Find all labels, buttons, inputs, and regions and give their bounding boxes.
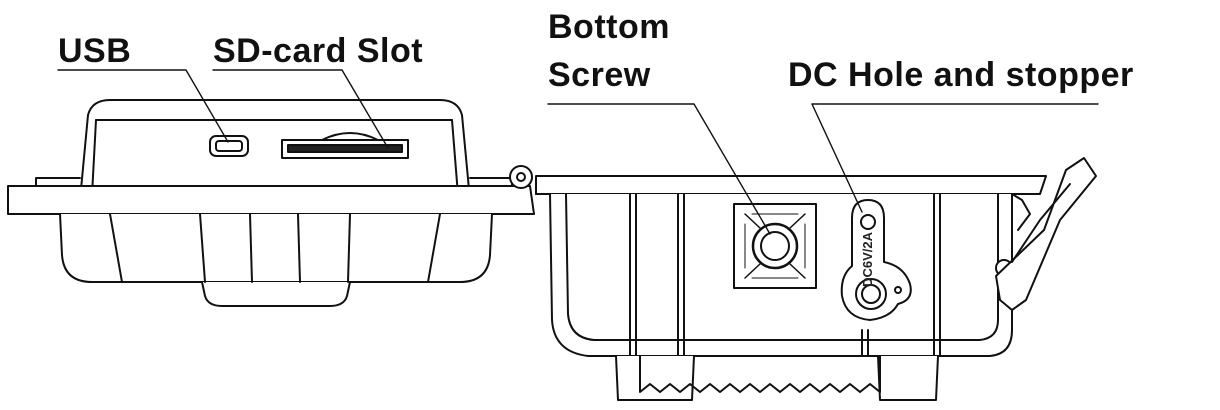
bottom-screw-label-line1: Bottom [548,8,670,46]
dc-hole-label: DC Hole and stopper [788,56,1134,94]
usb-leader-line [57,69,229,143]
left-camera-body [7,99,535,307]
sd-card-slot-icon [281,132,409,159]
sd-card-slot-label: SD-card Slot [213,32,424,70]
leader-lines [57,69,1099,235]
sd-slot-leader-line [212,69,389,149]
usb-port-icon [209,135,249,157]
dc-hole-leader-line [811,103,1099,213]
bottom-screw-leader-line [547,103,771,235]
dc-rating-stamp: DC6V/2A [860,231,875,287]
bottom-screw-icon [733,203,817,289]
usb-label: USB [58,32,132,70]
dc-hole-stopper-icon [840,199,912,321]
bottom-screw-label-line2: Screw [548,56,651,94]
